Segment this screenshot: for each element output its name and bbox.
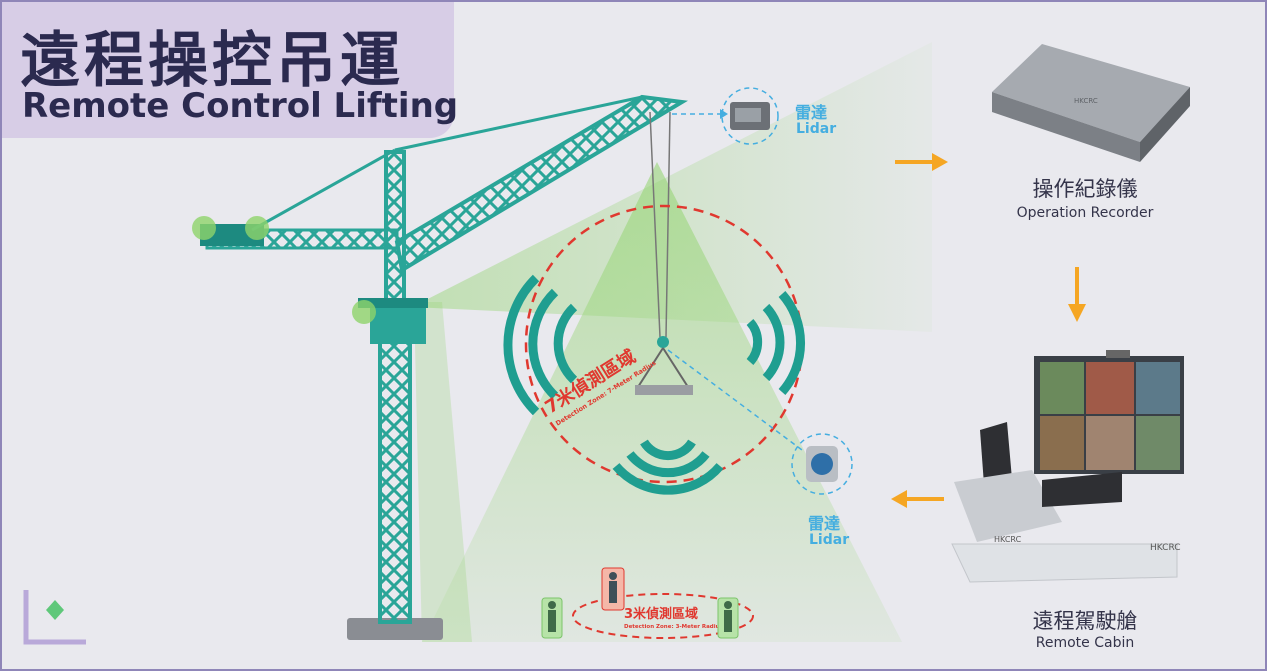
cabin-sublabel: Remote Cabin: [1035, 635, 1135, 651]
lidar-sensor-icon: [721, 87, 779, 145]
svg-text:HKCRC: HKCRC: [1074, 97, 1098, 105]
lidar-top-label: 雷達: [795, 103, 828, 122]
recorder-sublabel: Operation Recorder: [1016, 205, 1154, 221]
lidar-sensor-icon: [791, 433, 853, 495]
remote-cabin-icon: HKCRC HKCRC: [951, 350, 1184, 583]
title-panel: 遠程操控吊運 Remote Control Lifting: [2, 2, 458, 138]
worker-icon: [601, 567, 625, 611]
page-subtitle: Remote Control Lifting: [22, 86, 459, 126]
signal-wave-icon: [503, 274, 805, 495]
worker-icon: [717, 597, 739, 639]
detection-zone-3m-ring: [572, 593, 754, 639]
lidar-coverage-fan: [412, 42, 932, 332]
flow-arrow-left: [891, 490, 944, 508]
tower-beam: [414, 302, 472, 642]
recorder-device-icon: HKCRC: [992, 44, 1190, 162]
worker-icon: [541, 597, 563, 639]
zone-3m-label: 3米偵測區域: [624, 606, 698, 622]
logo-mark-icon: [23, 590, 86, 645]
recorder-label: 操作紀錄儀: [1032, 177, 1138, 201]
crane-icon: [192, 94, 693, 640]
lidar-bottom-label: 雷達: [808, 514, 841, 533]
svg-text:HKCRC: HKCRC: [1150, 543, 1181, 553]
zone-3m-sublabel: Detection Zone: 3-Meter Radius: [624, 624, 724, 630]
flow-arrow-right: [895, 153, 948, 171]
flow-arrow-down: [1068, 267, 1086, 322]
lidar-bottom-sublabel: Lidar: [809, 532, 850, 548]
page-title: 遠程操控吊運: [20, 26, 404, 96]
cabin-label: 遠程駕駛艙: [1032, 609, 1138, 633]
svg-text:HKCRC: HKCRC: [994, 535, 1022, 544]
hook-detection-cone: [422, 162, 902, 642]
lidar-top-sublabel: Lidar: [796, 121, 837, 137]
